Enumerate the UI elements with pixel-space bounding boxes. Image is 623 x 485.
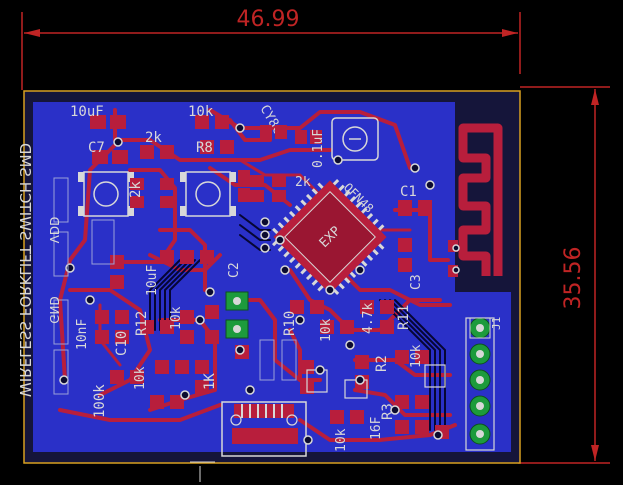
- antenna-trace: [458, 123, 503, 276]
- tact-switch-top: [331, 117, 379, 161]
- label-r2: R2: [374, 355, 390, 372]
- smd-pads: [90, 115, 449, 439]
- qfn48-chip: EXP: [272, 179, 387, 295]
- label-10k-b: 10k: [409, 344, 424, 368]
- label-2k-b: 2k: [128, 181, 144, 198]
- label-16f: 16F: [369, 416, 384, 440]
- tact-switch-left: [78, 171, 134, 217]
- label-r8: R8: [196, 140, 213, 156]
- label-100k: 100k: [92, 384, 108, 418]
- label-c3: C3: [409, 274, 424, 290]
- bottom-connector: [221, 401, 307, 457]
- copper-pour: [33, 102, 511, 452]
- test-pads: [225, 291, 249, 339]
- dimension-width: 46.99: [21, 7, 521, 90]
- header-j1: [465, 317, 495, 451]
- vias: [59, 123, 460, 445]
- label-2k-a: 2k: [145, 130, 162, 146]
- label-r3: R3: [380, 403, 396, 420]
- label-c1: C1: [400, 184, 417, 200]
- dimension-height-label: 35.56: [561, 247, 586, 310]
- back-vdd: VDD: [47, 217, 61, 244]
- label-2k-c: 2k: [295, 175, 311, 190]
- label-0-1uf: 0.1uF: [311, 129, 326, 168]
- back-silk-outlines: [53, 177, 297, 395]
- label-c2: C2: [227, 262, 242, 278]
- label-10uf: 10uF: [70, 104, 104, 120]
- tact-switch-right: [180, 171, 236, 217]
- label-j1: J1: [490, 317, 503, 330]
- label-10k-c: 10k: [319, 318, 334, 342]
- bottom-marks: [190, 461, 215, 482]
- dimension-height: 35.56: [518, 86, 610, 464]
- label-10nf: 10nF: [75, 319, 90, 350]
- back-gnd: GND: [47, 296, 61, 324]
- silkscreen-labels: 10uF C7 10k R8 2k 2k 2k 0.1uF C1 C2 C3 R…: [70, 104, 503, 452]
- label-r11: R11: [396, 305, 412, 330]
- label-10k-top: 10k: [188, 104, 214, 120]
- label-c10: C10: [114, 331, 130, 356]
- label-10k-d: 10k: [133, 366, 148, 390]
- label-10uf-b: 10uF: [145, 265, 160, 296]
- back-side-labels: WIRELESS FORKLIFT SWITCH SMD GND VDD: [16, 143, 61, 397]
- label-4-7k: 4.7k: [361, 303, 376, 334]
- label-c7: C7: [88, 140, 105, 156]
- label-r10: R10: [282, 311, 298, 336]
- bottom-traces: [149, 214, 446, 431]
- label-r12: R12: [134, 311, 150, 336]
- back-title: WIRELESS FORKLIFT SWITCH SMD: [16, 143, 34, 397]
- label-10k-e: 10k: [169, 306, 184, 330]
- dimension-width-label: 46.99: [237, 7, 300, 32]
- label-1k: 1K: [202, 373, 218, 390]
- label-10k-f: 10k: [334, 428, 349, 452]
